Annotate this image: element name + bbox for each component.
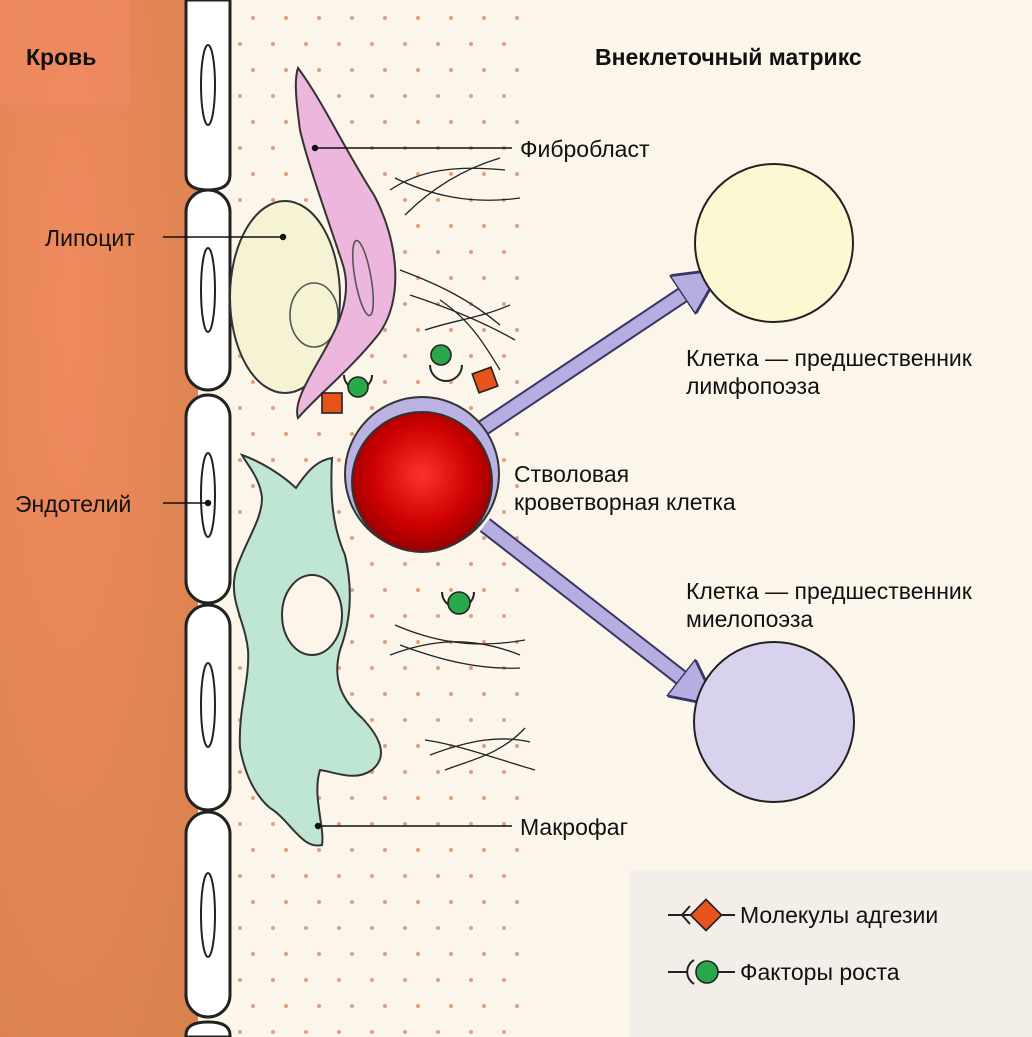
lymphoid-progenitor-cell <box>695 164 853 322</box>
fibroblast-label: Фибробласт <box>520 136 649 162</box>
lymphoid-label-2: лимфопоэза <box>686 373 820 399</box>
myeloid-label-2: миелопоэза <box>686 606 813 632</box>
lymphoid-label-1: Клетка — предшественник <box>686 345 972 371</box>
legend <box>630 870 1032 1037</box>
matrix-label: Внеклеточный матрикс <box>595 44 862 70</box>
blood-label: Кровь <box>26 44 96 70</box>
stem-cell-label-2: кроветворная клетка <box>514 489 736 515</box>
macrophage-label: Макрофаг <box>520 814 628 840</box>
myeloid-progenitor-cell <box>694 642 854 802</box>
stem-cell-label-1: Стволовая <box>514 461 629 487</box>
legend-adhesion-label: Молекулы адгезии <box>740 902 938 928</box>
endothelium-label: Эндотелий <box>15 491 131 517</box>
blood-region <box>0 0 198 1037</box>
myeloid-label-1: Клетка — предшественник <box>686 578 972 604</box>
lipocyte-label: Липоцит <box>45 225 135 251</box>
stem-cell <box>345 397 499 552</box>
legend-growth-label: Факторы роста <box>740 959 900 985</box>
